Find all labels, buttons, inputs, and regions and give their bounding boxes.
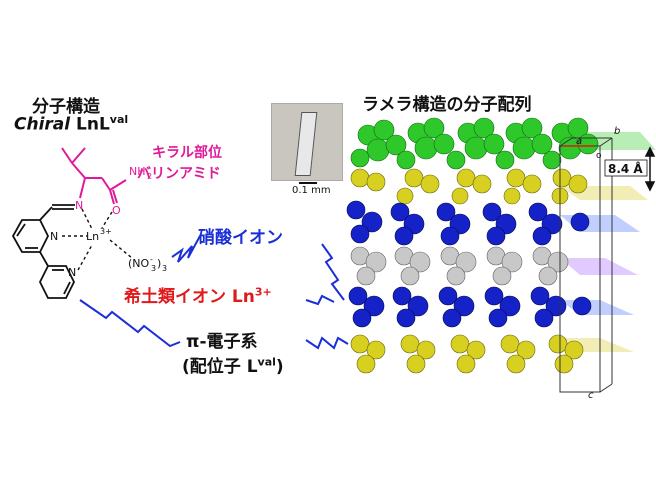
lanthanide-label: 希土類イオン Ln3+: [124, 282, 272, 307]
coordination-bonds: [62, 208, 133, 271]
complex-formula: LnL: [70, 114, 110, 135]
o-label: O: [112, 204, 121, 217]
nitrate-connector: [171, 235, 201, 263]
ligand-sup: val: [257, 355, 276, 369]
spacing-arrow: [644, 146, 656, 192]
scale-label: 0.1 mm: [292, 185, 331, 196]
axis-b: b: [614, 126, 620, 137]
valine-fragment: [61, 147, 127, 205]
axis-c: c: [588, 390, 594, 401]
nitrate-to-crystal-connector: [321, 243, 345, 301]
chiral-word: Chiral: [14, 114, 71, 135]
gray-layer: [350, 246, 569, 286]
origin-o: o: [596, 151, 602, 161]
n-py1-label: N: [50, 230, 58, 243]
nitrate-sup: -: [150, 255, 153, 264]
yellow-layer-bottom: [350, 334, 584, 374]
complex-sup: val: [109, 113, 129, 126]
chiral-site-label: キラル部位: [152, 145, 222, 161]
lamellar-title: ラメラ構造の分子配列: [362, 95, 532, 115]
pi-connector: [79, 299, 181, 348]
structure-title: 分子構造: [32, 97, 100, 117]
ln-to-crystal-connector: [305, 294, 335, 306]
blue-layer-2: [348, 286, 592, 328]
lanthanide-sup: 3+: [254, 285, 272, 299]
axis-a: a: [576, 136, 582, 147]
blue-layer-1: [346, 200, 590, 246]
spacing-value: 8.4 Å: [608, 161, 643, 176]
ligand-text: (配位子 L: [182, 357, 258, 377]
lanthanide-text: 希土類イオン Ln: [124, 287, 255, 307]
n-imine-label: N: [75, 199, 83, 212]
bipyridine-skeleton: [11, 204, 76, 299]
nitrate-sub: 3: [151, 264, 156, 273]
ligand-close: ): [275, 357, 284, 377]
nh2-sub: 2: [147, 172, 152, 181]
nitrate-count: 3: [162, 264, 167, 273]
ligand-label: (配位子 Lval): [182, 352, 284, 377]
ln-sup: 3+: [100, 227, 112, 236]
complex-name: Chiral LnLval: [14, 113, 128, 135]
pi-system-label: π-電子系: [186, 332, 258, 352]
valinamide-label: バリンアミド: [137, 166, 221, 182]
scale-bar: [299, 182, 317, 184]
ln-label: Ln: [86, 230, 99, 243]
nitrate-ion-label: 硝酸イオン: [198, 228, 283, 248]
crystal-photo: [271, 103, 343, 181]
n-py2-label: N: [68, 266, 76, 279]
nh2-label: NH: [129, 165, 146, 178]
nitrate-formula: (NO: [128, 257, 150, 270]
nitrate-close: ): [157, 257, 161, 270]
spacing-box: [604, 159, 648, 177]
pi-to-crystal-connector: [305, 336, 349, 350]
green-layer: [350, 117, 599, 170]
yellow-layer-top: [350, 168, 588, 205]
